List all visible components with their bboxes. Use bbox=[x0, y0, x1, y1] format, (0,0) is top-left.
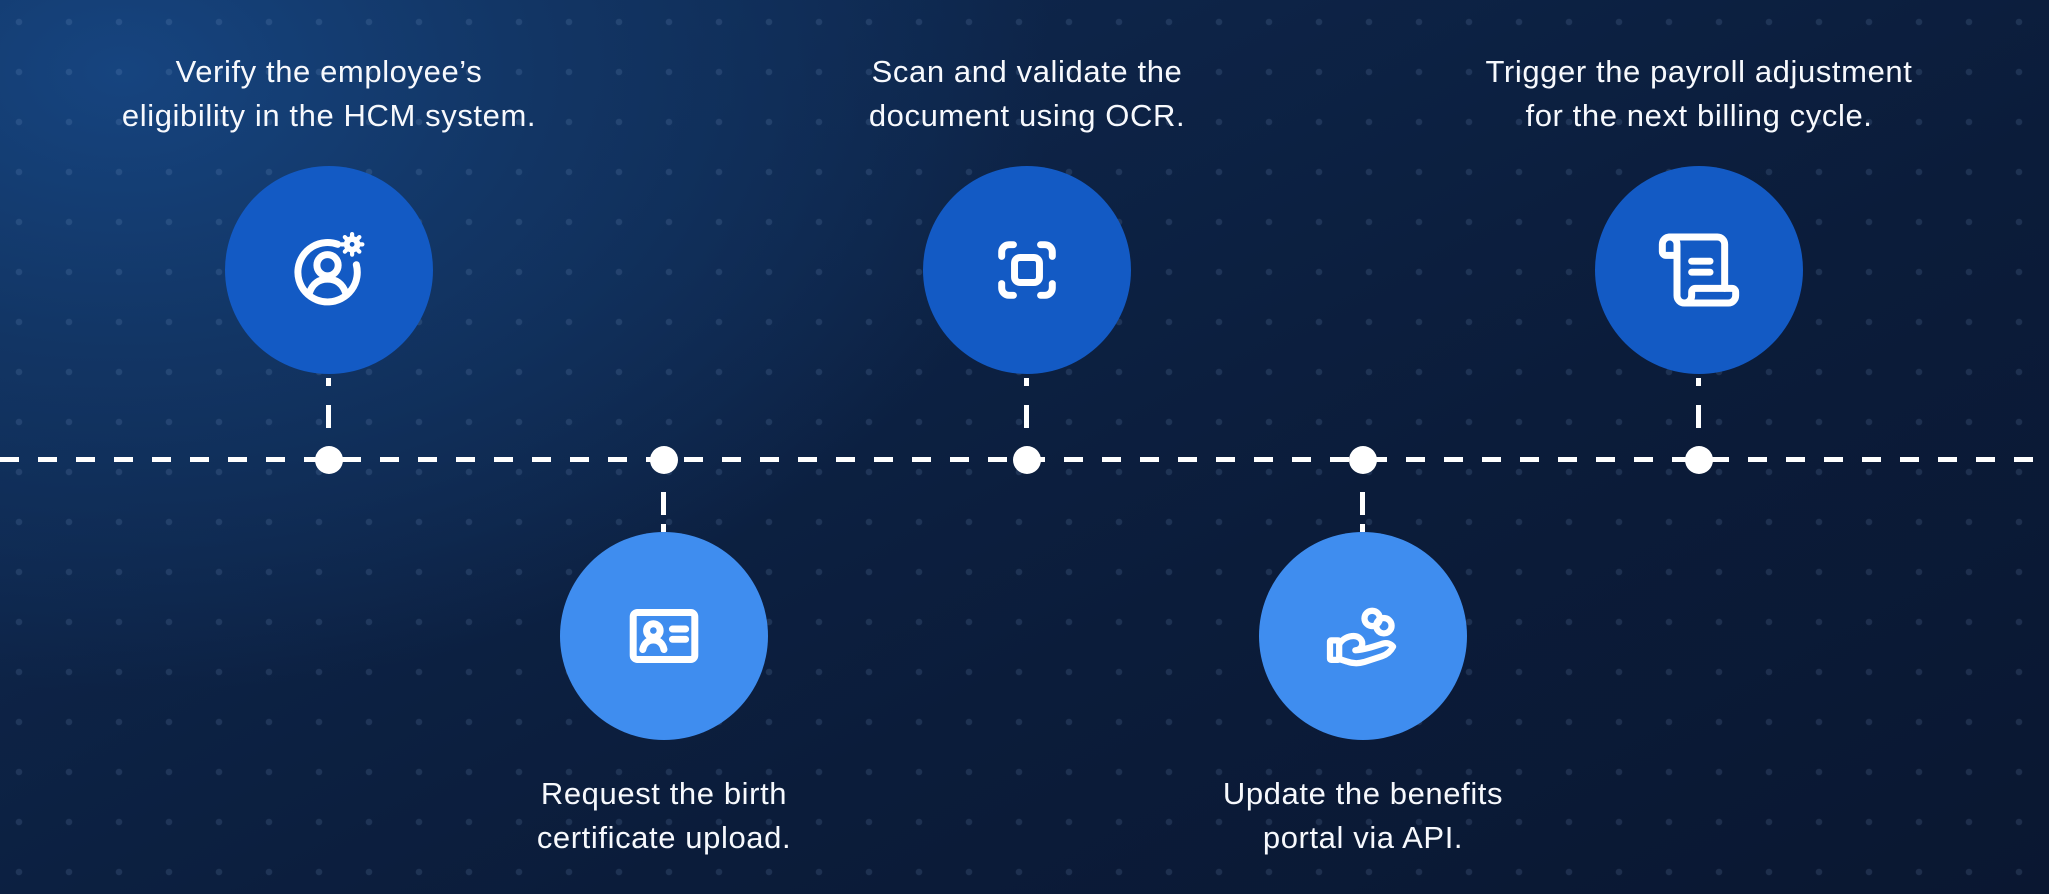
step-4-label: Update the benefits portal via API. bbox=[1043, 772, 1683, 860]
step-2-circle bbox=[560, 532, 768, 740]
step-3-circle bbox=[923, 166, 1131, 374]
step-1-label-line-1: Verify the employee’s bbox=[175, 54, 483, 89]
user-gear-icon bbox=[294, 231, 365, 306]
step-4-label-line-1: Update the benefits bbox=[1222, 776, 1504, 811]
step-1-label: Verify the employee’s eligibility in the… bbox=[9, 50, 649, 138]
step-3-label-line-2: document using OCR. bbox=[868, 98, 1186, 133]
timeline-node-4 bbox=[1349, 446, 1377, 474]
timeline-node-1 bbox=[315, 446, 343, 474]
scroll-icon bbox=[1658, 233, 1740, 307]
connector-step-4 bbox=[1360, 474, 1365, 532]
timeline-node-2 bbox=[650, 446, 678, 474]
timeline-node-3 bbox=[1013, 446, 1041, 474]
step-1-circle bbox=[225, 166, 433, 374]
step-1-label-line-2: eligibility in the HCM system. bbox=[121, 98, 537, 133]
connector-step-5 bbox=[1696, 374, 1701, 446]
id-card-icon bbox=[629, 609, 699, 663]
scan-frame-icon bbox=[998, 241, 1056, 299]
timeline-node-5 bbox=[1685, 446, 1713, 474]
step-5-label: Trigger the payroll adjustment for the n… bbox=[1379, 50, 2019, 138]
step-2-label: Request the birth certificate upload. bbox=[344, 772, 984, 860]
step-3-label: Scan and validate the document using OCR… bbox=[707, 50, 1347, 138]
step-5-circle bbox=[1595, 166, 1803, 374]
connector-step-3 bbox=[1024, 374, 1029, 446]
hand-coins-icon bbox=[1326, 607, 1397, 667]
step-2-label-line-2: certificate upload. bbox=[536, 820, 792, 855]
step-5-label-line-1: Trigger the payroll adjustment bbox=[1485, 54, 1913, 89]
connector-step-2 bbox=[661, 474, 666, 532]
step-4-label-line-2: portal via API. bbox=[1262, 820, 1464, 855]
step-4-circle bbox=[1259, 532, 1467, 740]
step-5-label-line-2: for the next billing cycle. bbox=[1525, 98, 1873, 133]
step-3-label-line-1: Scan and validate the bbox=[871, 54, 1183, 89]
step-2-label-line-1: Request the birth bbox=[540, 776, 788, 811]
connector-step-1 bbox=[326, 374, 331, 446]
